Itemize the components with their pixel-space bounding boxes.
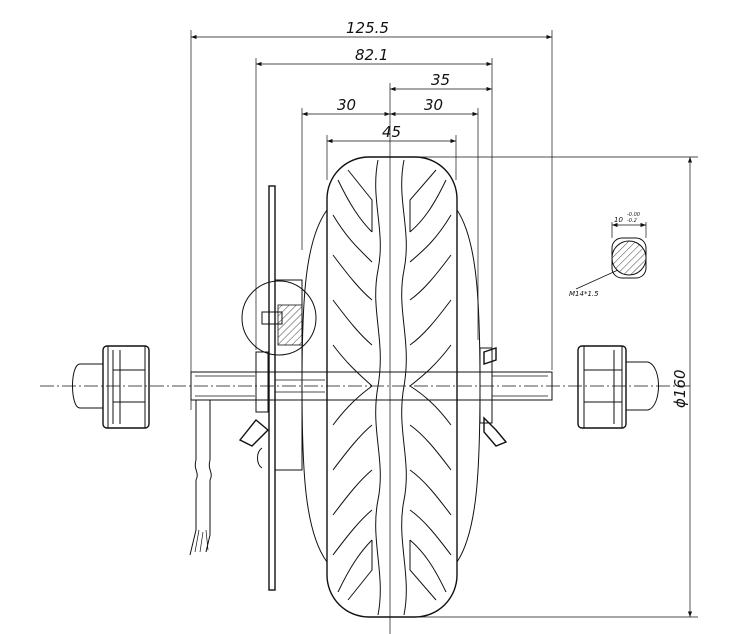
- left-nut: [72, 345, 150, 429]
- hub-right: [479, 347, 508, 447]
- flat-tol-upper: -0.00: [627, 212, 640, 218]
- tire: [301, 156, 481, 618]
- axle: [190, 371, 553, 401]
- dimension-lines: [190, 30, 698, 634]
- flat-tol-lower: -0.2: [627, 218, 637, 224]
- dim-tire-width: 45: [382, 123, 401, 141]
- dim-right-offset: 35: [431, 71, 450, 89]
- thread-spec-label: M14*1.5: [569, 290, 599, 298]
- dim-left-half: 30: [337, 96, 356, 114]
- dimension-labels: 125.5 82.1 35 30 30 45 ϕ160: [337, 19, 689, 408]
- dim-right-half: 30: [424, 96, 443, 114]
- dim-axle-span: 82.1: [355, 46, 388, 64]
- thread-detail: 10 -0.00 -0.2 M14*1.5: [569, 212, 647, 298]
- dim-overall-width: 125.5: [346, 19, 389, 37]
- tread-pattern-right: [409, 169, 452, 601]
- hub-left: [238, 185, 317, 591]
- tread-pattern-left: [332, 169, 373, 601]
- dim-diameter: ϕ160: [671, 369, 689, 408]
- cable: [189, 400, 212, 556]
- flat-width-label: 10: [614, 216, 623, 224]
- right-nut: [577, 345, 659, 429]
